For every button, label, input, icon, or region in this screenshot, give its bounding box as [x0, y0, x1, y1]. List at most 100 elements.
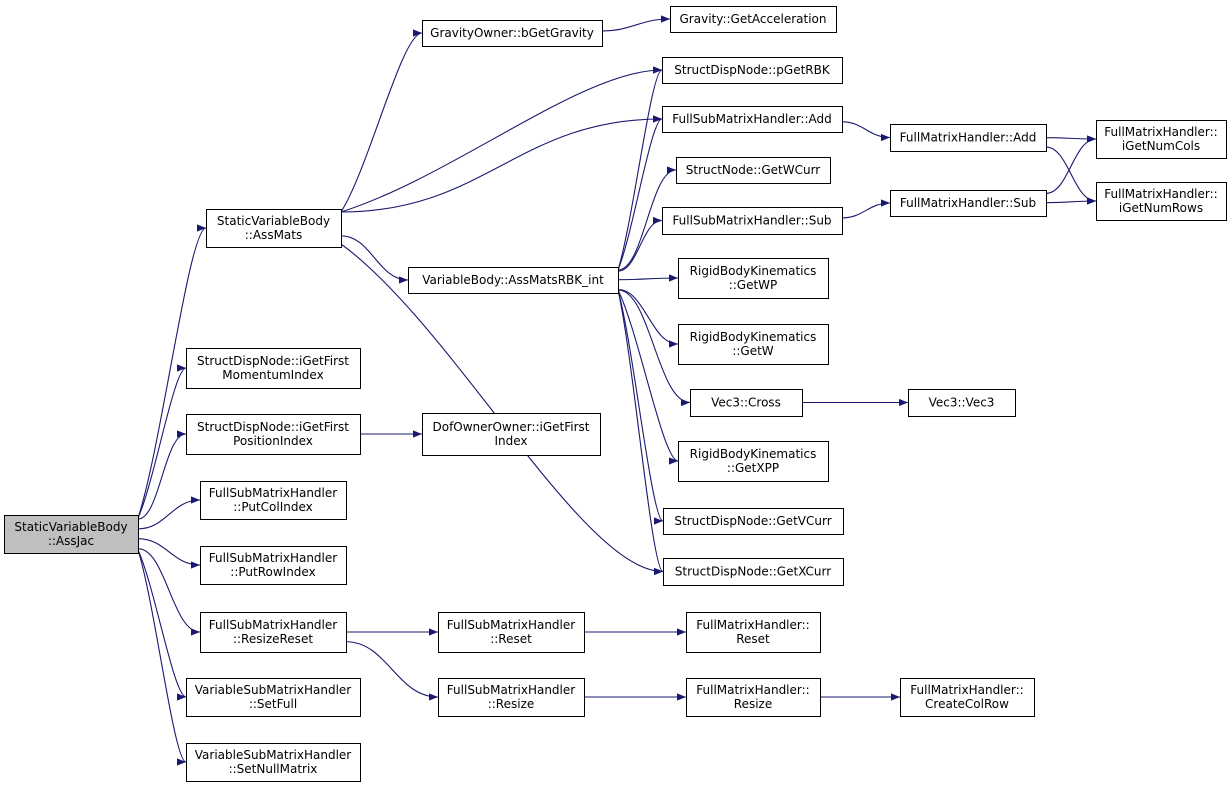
node-label: FullSubMatrixHandler::Sub [672, 214, 831, 228]
node-label: Resize [734, 697, 772, 711]
node-bgetgravity[interactable]: GravityOwner::bGetGravity [422, 20, 603, 47]
node-box [676, 157, 831, 184]
node-label: StructNode::GetWCurr [686, 163, 821, 177]
node-fsmh_resize[interactable]: FullSubMatrixHandler::Resize [438, 678, 585, 717]
edge-fsmh_add-to-fmh_add [841, 121, 891, 142]
node-fmh_sub[interactable]: FullMatrixHandler::Sub [890, 190, 1047, 217]
node-vec3[interactable]: Vec3::Vec3 [908, 389, 1016, 417]
node-fmh_reset[interactable]: FullMatrixHandler::Reset [686, 612, 821, 653]
edge-assmatsrbk-to-getwcurr [617, 166, 677, 271]
node-label: FullSubMatrixHandler [447, 618, 575, 632]
node-assmats[interactable]: StaticVariableBody::AssMats [206, 209, 342, 248]
node-getxcurr[interactable]: StructDispNode::GetXCurr [663, 558, 844, 586]
edge-assmatsrbk-to-pgetrbk [617, 66, 663, 271]
node-label: DofOwnerOwner::iGetFirst [432, 420, 589, 434]
edge-bgetgravity-to-getaccel [601, 15, 671, 32]
node-label: ::Reset [490, 632, 532, 646]
node-getw[interactable]: RigidBodyKinematics::GetW [678, 324, 829, 365]
node-label: FullMatrixHandler::Sub [900, 196, 1036, 210]
node-box [186, 348, 361, 389]
node-pgetrbk[interactable]: StructDispNode::pGetRBK [662, 57, 843, 84]
node-setnull[interactable]: VariableSubMatrixHandler::SetNullMatrix [186, 743, 361, 782]
node-box [200, 481, 347, 520]
node-box [690, 389, 803, 417]
node-box [678, 258, 829, 299]
edge-assmats-to-bgetgravity [340, 29, 423, 213]
node-label: StructDispNode::GetXCurr [675, 565, 831, 579]
edge-fmh_sub-to-numcols [1045, 135, 1097, 194]
node-root[interactable]: StaticVariableBody::AssJac [4, 515, 139, 554]
node-fsmh_reset[interactable]: FullSubMatrixHandler::Reset [438, 612, 585, 653]
node-cross[interactable]: Vec3::Cross [690, 389, 803, 417]
node-setfull[interactable]: VariableSubMatrixHandler::SetFull [186, 678, 361, 717]
node-label: FullMatrixHandler:: [1104, 125, 1217, 139]
edge-root-to-setfull [137, 549, 187, 701]
node-box [890, 124, 1047, 152]
edge-assmats-to-pgetrbk [340, 66, 663, 213]
edge-root-to-getfirstpos [137, 430, 187, 520]
node-label: FullMatrixHandler:: [696, 683, 809, 697]
node-assmatsrbk[interactable]: VariableBody::AssMatsRBK_int [408, 267, 619, 294]
node-label: RigidBodyKinematics [690, 264, 817, 278]
node-box [678, 441, 829, 482]
node-label: ::Resize [488, 697, 535, 711]
node-fmh_resize[interactable]: FullMatrixHandler::Resize [686, 678, 821, 717]
node-box [662, 57, 843, 84]
edge-fsmh_sub-to-fmh_sub [841, 199, 891, 219]
node-box [662, 106, 843, 133]
node-getwp[interactable]: RigidBodyKinematics::GetWP [678, 258, 829, 299]
node-box [686, 678, 821, 717]
node-putcol[interactable]: FullSubMatrixHandler::PutColIndex [200, 481, 347, 520]
node-label: RigidBodyKinematics [690, 447, 817, 461]
edge-root-to-getfirstmom [137, 364, 187, 519]
node-box [670, 6, 837, 33]
node-label: VariableBody::AssMatsRBK_int [422, 273, 604, 287]
node-getvcurr[interactable]: StructDispNode::GetVCurr [663, 508, 844, 535]
node-getwcurr[interactable]: StructNode::GetWCurr [676, 157, 831, 184]
node-box [438, 612, 585, 653]
edge-root-to-resizereset [137, 548, 201, 636]
edge-root-to-assmats [137, 224, 207, 519]
node-label: StaticVariableBody [14, 520, 127, 534]
edge-fmh_sub-to-numrows [1045, 197, 1097, 205]
node-numcols[interactable]: FullMatrixHandler::iGetNumCols [1096, 120, 1227, 159]
node-numrows[interactable]: FullMatrixHandler::iGetNumRows [1096, 182, 1227, 221]
node-box [686, 612, 821, 653]
edge-fmh_add-to-numrows [1045, 146, 1097, 205]
node-label: FullMatrixHandler:: [1104, 187, 1217, 201]
edge-root-to-putrow [137, 538, 201, 569]
edge-assmatsrbk-to-getvcurr [617, 289, 664, 525]
node-label: FullMatrixHandler:: [696, 618, 809, 632]
node-label: ::ResizeReset [233, 632, 313, 646]
edge-assmatsrbk-to-getxcurr [617, 289, 664, 575]
node-fsmh_add[interactable]: FullSubMatrixHandler::Add [662, 106, 843, 133]
node-resizereset[interactable]: FullSubMatrixHandler::ResizeReset [200, 612, 347, 653]
node-getaccel[interactable]: Gravity::GetAcceleration [670, 6, 837, 33]
edge-assmatsrbk-to-getw [617, 289, 679, 348]
node-createcolrow[interactable]: FullMatrixHandler::CreateColRow [900, 678, 1035, 717]
node-box [900, 678, 1035, 717]
node-label: Vec3::Vec3 [929, 396, 995, 410]
node-fmh_add[interactable]: FullMatrixHandler::Add [890, 124, 1047, 152]
node-label: ::SetFull [249, 697, 297, 711]
node-box [678, 324, 829, 365]
node-label: FullSubMatrixHandler [209, 551, 337, 565]
edge-root-to-setnull [137, 549, 187, 766]
edge-assmatsrbk-to-getwp [617, 274, 679, 282]
node-putrow[interactable]: FullSubMatrixHandler::PutRowIndex [200, 546, 347, 585]
node-label: ::PutRowIndex [230, 565, 315, 579]
node-box [1096, 182, 1227, 221]
node-label: FullSubMatrixHandler [209, 486, 337, 500]
node-fsmh_sub[interactable]: FullSubMatrixHandler::Sub [662, 207, 843, 235]
node-label: ::GetWP [729, 278, 778, 292]
node-getxpp[interactable]: RigidBodyKinematics::GetXPP [678, 441, 829, 482]
edge-assmatsrbk-to-fsmh_add [617, 115, 663, 271]
node-label: iGetNumCols [1122, 139, 1200, 153]
edge-assmats-to-assmatsrbk [340, 235, 409, 284]
node-label: PositionIndex [233, 434, 313, 448]
edge-assmatsrbk-to-fsmh_sub [617, 216, 663, 272]
node-label: StructDispNode::iGetFirst [197, 354, 349, 368]
